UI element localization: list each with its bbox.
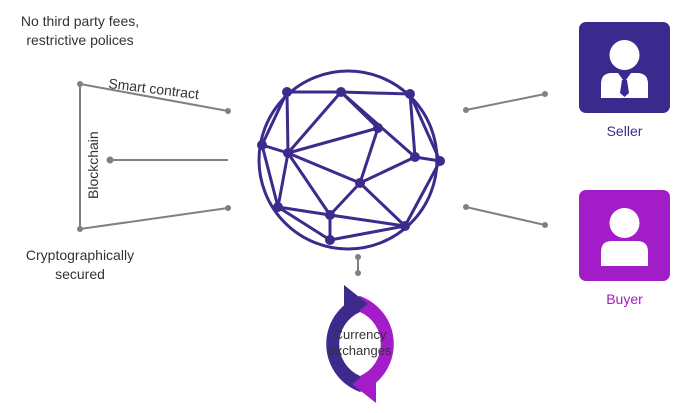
network-node [373,123,383,133]
network-node [325,210,335,220]
network-edge [286,91,343,154]
network-node [400,221,410,231]
network-edge [277,205,331,217]
bracket-lines [79,82,229,231]
crypto-caption-line2: secured [55,266,105,282]
buyer-connector [465,206,546,226]
cycle-arc-left [326,296,360,392]
currency-label-line2: exchanges [329,343,392,358]
network-node [273,202,283,212]
network-edge [285,91,290,154]
network-edge [286,152,332,216]
network-edge [408,93,417,158]
network-edge [276,152,290,208]
seller-box [579,22,670,113]
person-icon [601,208,648,266]
cycle-arrow-top [344,285,368,322]
network-edge [287,151,361,185]
fees-caption-line2: restrictive polices [26,32,133,48]
blockchain-label: Blockchain [85,131,101,199]
network-node [325,235,335,245]
connector-dot [463,107,469,113]
connector-dot [463,204,469,210]
crypto-caption-line1: Cryptographically [26,247,134,263]
connector-dot [542,222,548,228]
network-edge [328,181,362,217]
connector-dot [355,254,361,260]
connector-dot [355,270,361,276]
connector-line [465,206,546,226]
connector-dot [77,81,83,87]
network-node [282,87,292,97]
network-node [257,140,267,150]
network-node [405,89,415,99]
network-edge [287,126,379,155]
network-edge [358,127,380,184]
fees-caption-line1: No third party fees, [21,13,139,29]
connector-dot [225,205,231,211]
seller-label: Seller [607,123,643,139]
blockchain-bracket [79,82,229,231]
network-edge [358,181,407,228]
bracket-dots [77,81,231,232]
network-edge [329,213,406,228]
network-node [283,148,293,158]
cycle-arrow-bottom [352,366,376,403]
exchange-cycle-icon [326,285,394,403]
buyer-box [579,190,670,281]
network-nodes [257,87,445,245]
businessman-icon [601,40,648,98]
connector-dot [225,108,231,114]
network-node [435,156,445,166]
connector-line [465,93,546,111]
network-node [336,87,346,97]
connector-dot [77,226,83,232]
network-node [410,152,420,162]
network-edge [359,155,416,185]
connector-dot [542,91,548,97]
buyer-label: Buyer [606,291,643,307]
network-node [355,178,365,188]
seller-connector [465,93,546,111]
cycle-arc-right [360,296,394,392]
connector-dot [106,156,114,164]
currency-label-line1: Currency [334,327,387,342]
